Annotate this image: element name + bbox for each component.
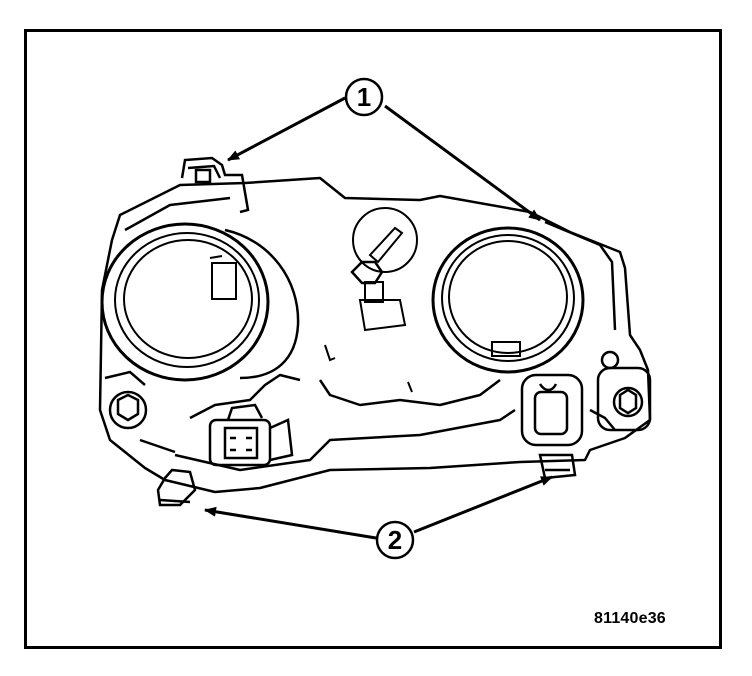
lower-right-pin [538,453,577,480]
callout-1-circle [344,77,384,117]
right-mounting-boss [520,373,584,447]
left-mounting-bolt [104,370,148,430]
right-lens [431,226,585,374]
upper-left-mounting-tab [180,156,250,214]
callout-1: 1 [227,77,541,222]
callout-2-number: 2 [388,525,402,555]
electrical-connector [208,403,294,467]
figure-id-label: 81140e36 [594,610,666,627]
lower-left-pin [156,468,197,507]
right-mounting-bolt [596,350,652,432]
callout-2: 2 [204,475,553,560]
callout-1-number: 1 [357,82,371,112]
callout-2-circle [375,520,415,560]
center-adjuster [350,207,418,332]
small-detail-marks [209,255,413,393]
left-lens [100,222,300,382]
